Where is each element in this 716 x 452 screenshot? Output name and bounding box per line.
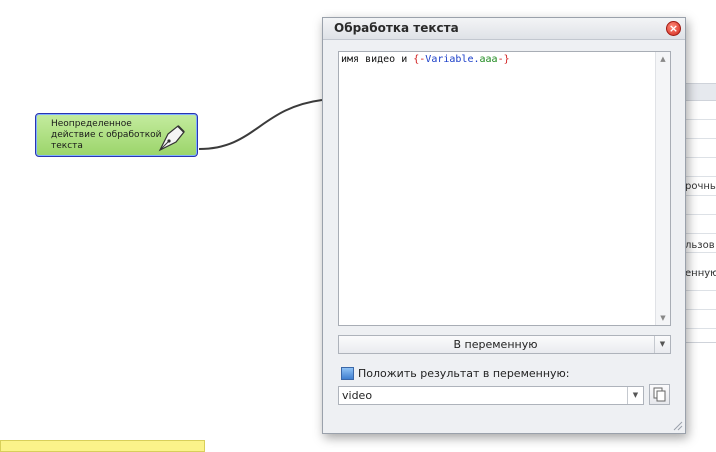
output-mode-value: В переменную — [453, 338, 538, 351]
properties-fragment: рочны — [685, 181, 716, 192]
chevron-down-icon[interactable]: ▼ — [627, 387, 643, 404]
close-icon[interactable]: × — [666, 21, 681, 36]
variable-open-brace: {- — [413, 54, 426, 65]
action-node-label: Неопределенное действие с обработкой тек… — [51, 119, 162, 151]
variable-close-brace: -} — [497, 54, 510, 65]
editor-scrollbar[interactable]: ▲ ▼ — [655, 52, 670, 325]
save-to-variable-label: Положить результат в переменную: — [358, 367, 570, 380]
text-processing-dialog: Обработка текста × имя видео и {-Variabl… — [322, 17, 686, 434]
variable-select-value: video — [342, 389, 373, 402]
scroll-up-arrow-icon[interactable]: ▲ — [660, 55, 666, 63]
text-editor[interactable]: имя видео и {-Variable.aaa-} ▲ ▼ — [338, 51, 671, 326]
pen-nib-icon — [158, 125, 185, 152]
properties-panel — [684, 83, 716, 343]
output-mode-select[interactable]: В переменную ▼ — [338, 335, 671, 354]
variable-dot: . — [473, 54, 480, 65]
variable-select[interactable]: video ▼ — [338, 386, 644, 405]
dialog-titlebar[interactable]: Обработка текста × — [323, 18, 685, 40]
resize-grip-icon[interactable] — [671, 419, 683, 431]
editor-content: имя видео и {-Variable.aaa-} — [341, 54, 510, 65]
scroll-down-arrow-icon[interactable]: ▼ — [660, 314, 666, 322]
dialog-title: Обработка текста — [334, 21, 459, 35]
variable-name: Variable — [425, 54, 474, 65]
properties-fragment: льзов — [685, 240, 715, 251]
editor-prefix-text: имя видео и — [341, 54, 414, 65]
chevron-down-icon[interactable]: ▼ — [654, 336, 670, 353]
action-node[interactable]: Неопределенное действие с обработкой тек… — [35, 113, 198, 157]
copy-button[interactable] — [649, 384, 670, 405]
properties-fragment: енную — [685, 268, 716, 279]
sticky-note[interactable] — [0, 440, 205, 452]
save-to-variable-checkbox[interactable] — [341, 367, 354, 380]
copy-icon — [653, 387, 666, 402]
variable-field: aaa — [479, 54, 498, 65]
